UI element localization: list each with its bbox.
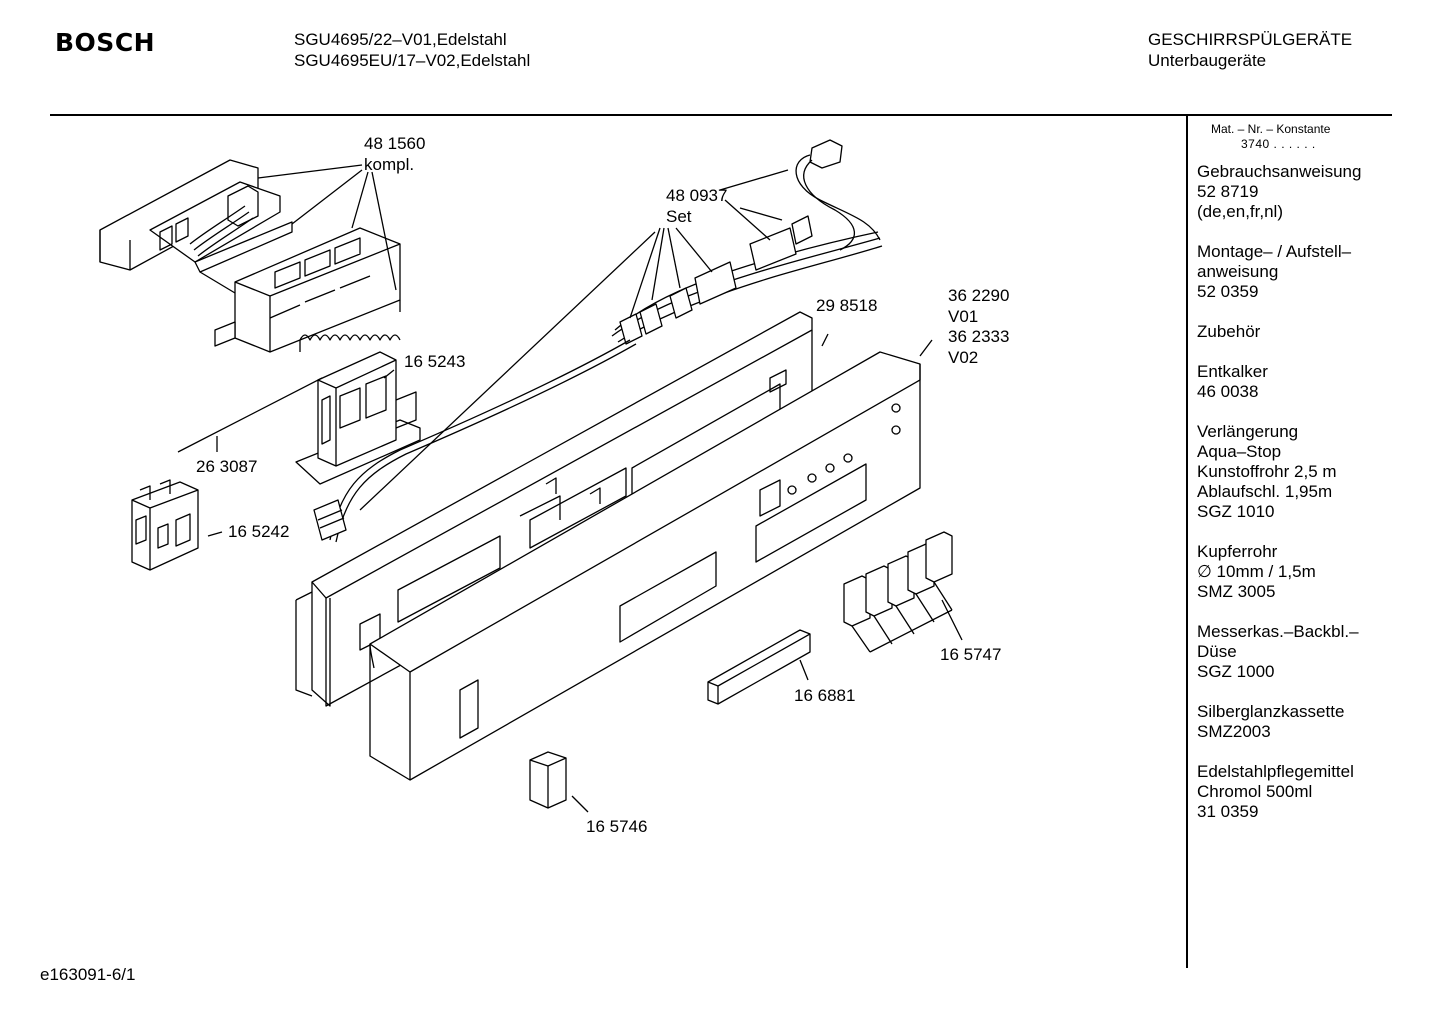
label-v01: V01 — [948, 307, 978, 326]
sidebar-entry-line: Edelstahlpflegemittel — [1197, 762, 1354, 781]
sidebar-entry-line: Messerkas.–Backbl.– — [1197, 622, 1359, 641]
label-480937: 48 0937 — [666, 186, 727, 205]
sidebar-entry-line: Aqua–Stop — [1197, 442, 1282, 461]
leader-165746 — [571, 795, 589, 813]
sidebar-entry-line: Chromol 500ml — [1197, 782, 1313, 801]
sidebar-entry-line: (de,en,fr,nl) — [1197, 202, 1283, 221]
leader-lines-481560 — [257, 164, 397, 291]
sidebar-entry-line: 31 0359 — [1197, 802, 1259, 821]
leader-165242 — [207, 531, 223, 537]
front-facia — [369, 351, 921, 781]
sidebar-entry-line: Verlängerung — [1197, 422, 1299, 441]
sidebar-entry-line: Kunstoffrohr 2,5 m — [1197, 462, 1337, 481]
sidebar-entry-line: Entkalker — [1197, 362, 1268, 381]
leader-298518 — [821, 333, 829, 347]
label-362333: 36 2333 — [948, 327, 1009, 346]
sidebar-entry-line: Montage– / Aufstell– — [1197, 242, 1352, 261]
accessories-sidebar: Mat. – Nr. – Konstante 3740 . . . . . . … — [1197, 122, 1392, 822]
label-165242: 16 5242 — [228, 522, 289, 541]
sidebar-entry-line: SGZ 1000 — [1197, 662, 1275, 681]
model-line-1: SGU4695/22–V01,Edelstahl — [294, 30, 507, 49]
sidebar-entry-line: Ablaufschl. 1,95m — [1197, 482, 1333, 501]
label-kompl: kompl. — [364, 155, 414, 174]
display-strip-166881 — [707, 629, 811, 705]
label-481560: 48 1560 — [364, 134, 425, 153]
sidebar-entry: Zubehör — [1197, 322, 1392, 342]
leader-263087-diag — [177, 377, 323, 453]
leader-165243 — [383, 369, 395, 379]
leader-lines-480937 — [359, 169, 789, 511]
label-v02: V02 — [948, 348, 978, 367]
label-165746: 16 5746 — [586, 817, 647, 836]
label-165747: 16 5747 — [940, 645, 1001, 664]
brand-logo: BOSCH — [55, 28, 156, 57]
category-title: GESCHIRRSPÜLGERÄTE — [1148, 30, 1353, 49]
button-set-165747 — [843, 531, 963, 653]
sidebar-entry-line: Kupferrohr — [1197, 542, 1278, 561]
leader-166881 — [799, 659, 809, 681]
knob-165746 — [529, 751, 567, 809]
control-module-assembly — [99, 159, 401, 353]
mat-nr-value: 3740 . . . . . . — [1241, 137, 1316, 151]
wire-harness-set — [313, 139, 883, 543]
label-166881: 16 6881 — [794, 686, 855, 705]
switch-165242 — [131, 479, 199, 571]
sidebar-entry-line: SMZ 3005 — [1197, 582, 1276, 601]
sidebar-entry-line: Silberglanzkassette — [1197, 702, 1345, 721]
label-165243: 16 5243 — [404, 352, 465, 371]
mat-nr-header: Mat. – Nr. – Konstante — [1211, 122, 1331, 136]
label-set: Set — [666, 207, 692, 226]
sidebar-entry-line: anweisung — [1197, 262, 1279, 281]
header-divider — [50, 114, 1392, 116]
sidebar-entry-line: ∅ 10mm / 1,5m — [1197, 562, 1316, 581]
category-subtitle: Unterbaugeräte — [1148, 51, 1267, 70]
label-298518: 29 8518 — [816, 296, 877, 315]
document-code: e163091-6/1 — [40, 965, 136, 984]
sidebar-entry-line: Gebrauchsanweisung — [1197, 162, 1362, 181]
model-line-2: SGU4695EU/17–V02,Edelstahl — [294, 51, 531, 70]
leader-362290 — [919, 339, 933, 357]
sidebar-entry-line: SMZ2003 — [1197, 722, 1271, 741]
sidebar-entry-line: Düse — [1197, 642, 1237, 661]
sidebar-entry-line: 52 8719 — [1197, 182, 1259, 201]
sidebar-entry-line: 52 0359 — [1197, 282, 1259, 301]
sidebar-entry-line: SGZ 1010 — [1197, 502, 1275, 521]
label-362290: 36 2290 — [948, 286, 1009, 305]
sidebar-divider — [1186, 116, 1188, 968]
exploded-parts-diagram: 48 1560 kompl. 48 0937 Set 16 5243 26 30… — [99, 134, 1009, 836]
bracket-165243 — [295, 351, 421, 485]
sidebar-entry-line: Zubehör — [1197, 322, 1261, 341]
label-263087: 26 3087 — [196, 457, 257, 476]
sidebar-entry-line: 46 0038 — [1197, 382, 1259, 401]
